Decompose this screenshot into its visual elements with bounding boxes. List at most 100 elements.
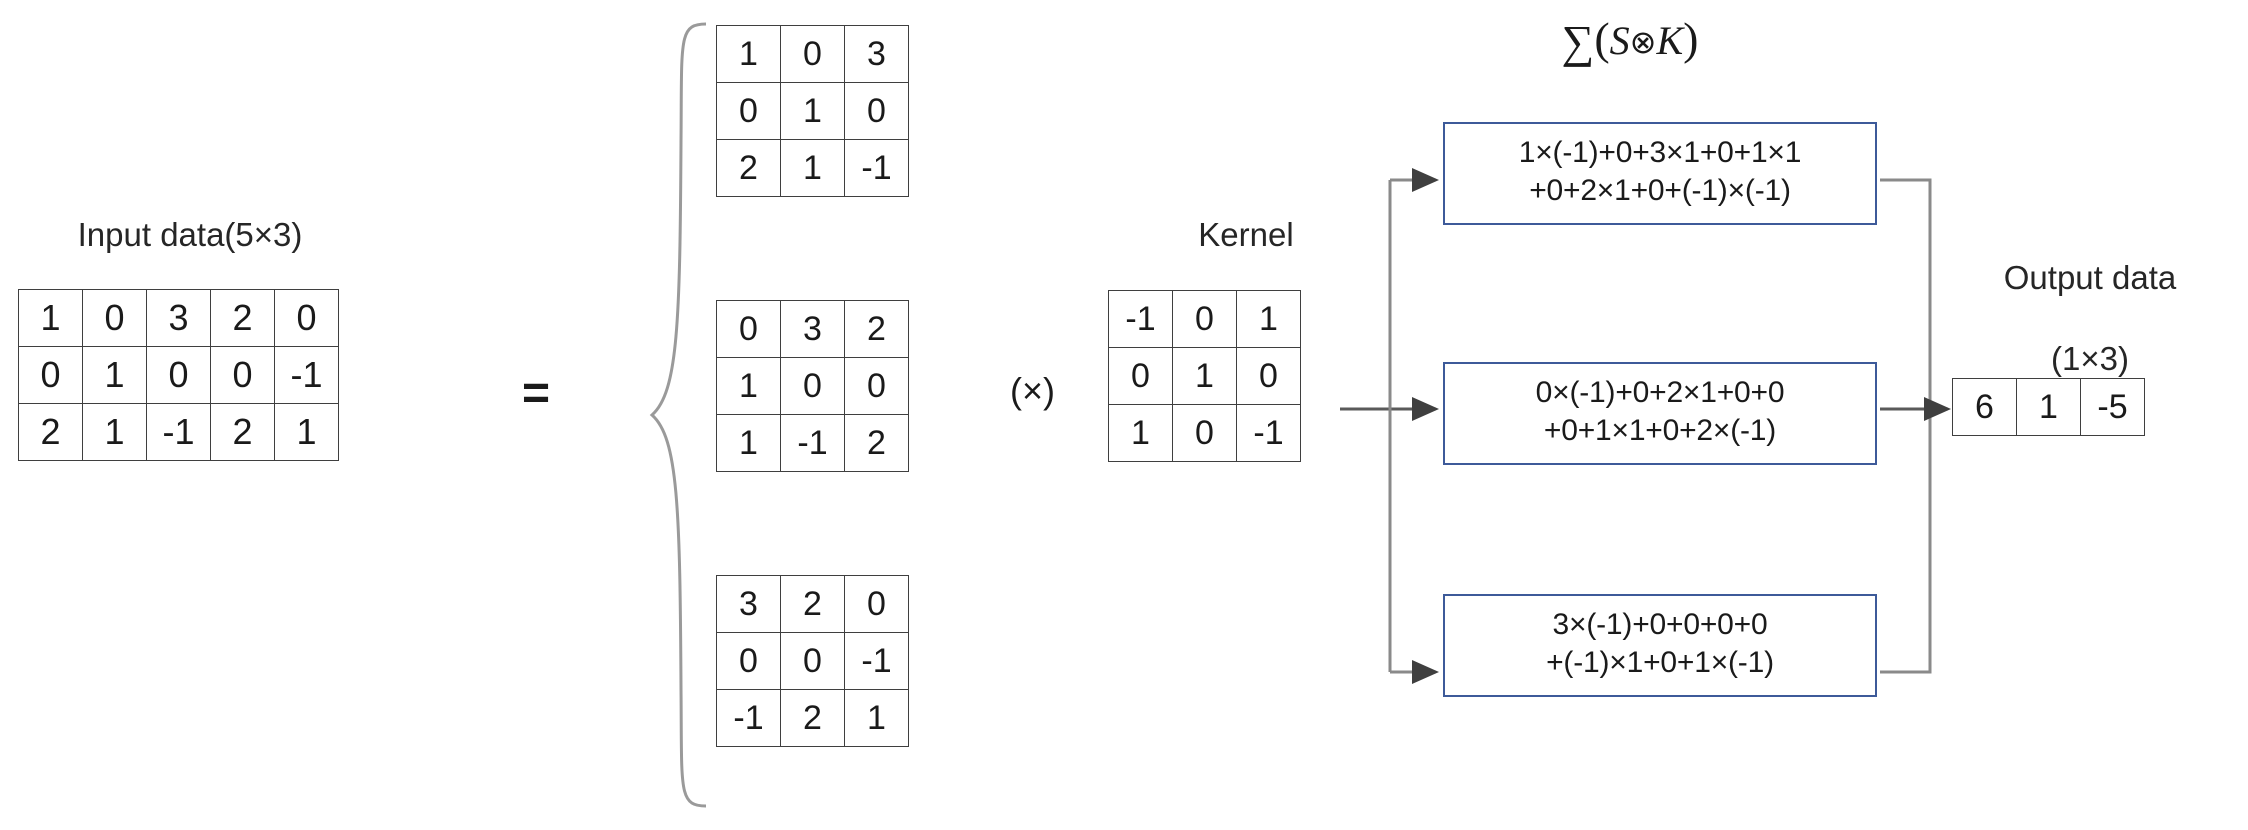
patch-cell: 0 bbox=[716, 82, 781, 140]
formula-line-1: 3×(-1)+0+0+0+0 bbox=[1552, 608, 1768, 641]
kernel-caption: Kernel bbox=[1198, 216, 1294, 253]
table-row: 0 1 0 bbox=[716, 82, 909, 140]
patch-cell: 0 bbox=[780, 357, 845, 415]
table-row: 3 2 0 bbox=[716, 575, 909, 633]
kernel-cell: 0 bbox=[1172, 290, 1237, 348]
patch-matrix-1: 1 0 3 0 1 0 2 1 -1 bbox=[716, 25, 909, 197]
table-row: 2 1 -1 2 1 bbox=[18, 403, 339, 461]
formula-box-1: 1×(-1)+0+3×1+0+1×1 +0+2×1+0+(-1)×(-1) bbox=[1443, 122, 1877, 225]
patch-cell: 0 bbox=[716, 300, 781, 358]
kernel-cell: 0 bbox=[1236, 347, 1301, 405]
input-cell: 2 bbox=[210, 403, 275, 461]
patch-cell: 2 bbox=[716, 139, 781, 197]
patch-cell: 3 bbox=[716, 575, 781, 633]
kernel-cell: 0 bbox=[1172, 404, 1237, 462]
paren-open: ( bbox=[1594, 13, 1610, 64]
patch-cell: 0 bbox=[716, 632, 781, 690]
input-cell: 0 bbox=[210, 346, 275, 404]
input-cell: 0 bbox=[18, 346, 83, 404]
output-cell: 6 bbox=[1952, 378, 2017, 436]
patch-cell: 1 bbox=[716, 25, 781, 83]
patch-cell: 3 bbox=[780, 300, 845, 358]
group-brace-icon bbox=[649, 22, 707, 808]
input-cell: 0 bbox=[274, 289, 339, 347]
input-cell: -1 bbox=[274, 346, 339, 404]
patch-cell: 1 bbox=[716, 357, 781, 415]
patch-cell: -1 bbox=[780, 414, 845, 472]
output-cell: -5 bbox=[2080, 378, 2145, 436]
patch-cell: 1 bbox=[780, 82, 845, 140]
patch-cell: 1 bbox=[716, 414, 781, 472]
input-cell: -1 bbox=[146, 403, 211, 461]
patch-cell: 1 bbox=[780, 139, 845, 197]
output-data-matrix: 6 1 -5 bbox=[1952, 378, 2145, 436]
symbol-k: K bbox=[1656, 18, 1684, 63]
table-row: 0 1 0 bbox=[1108, 347, 1301, 405]
table-row: -1 0 1 bbox=[1108, 290, 1301, 348]
patch-cell: 2 bbox=[780, 689, 845, 747]
table-row: 6 1 -5 bbox=[1952, 378, 2145, 436]
symbol-s: S bbox=[1609, 18, 1630, 63]
input-cell: 1 bbox=[18, 289, 83, 347]
output-caption-line-2: (1×3) bbox=[2051, 339, 2129, 377]
patch-cell: -1 bbox=[844, 632, 909, 690]
table-row: 1 0 -1 bbox=[1108, 404, 1301, 462]
input-cell: 1 bbox=[274, 403, 339, 461]
patch-cell: 0 bbox=[844, 357, 909, 415]
input-cell: 1 bbox=[82, 403, 147, 461]
formula-line-2: +0+2×1+0+(-1)×(-1) bbox=[1529, 174, 1791, 208]
input-data-matrix: 1 0 3 2 0 0 1 0 0 -1 2 1 -1 2 1 bbox=[18, 289, 339, 461]
times-operator: (×) bbox=[1010, 370, 1055, 411]
paren-close: ) bbox=[1683, 13, 1699, 64]
kernel-cell: 1 bbox=[1236, 290, 1301, 348]
output-cell: 1 bbox=[2016, 378, 2081, 436]
kernel-cell: 1 bbox=[1108, 404, 1173, 462]
table-row: 0 3 2 bbox=[716, 300, 909, 358]
patch-cell: -1 bbox=[844, 139, 909, 197]
input-cell: 2 bbox=[210, 289, 275, 347]
formula-line-2: +0+1×1+0+2×(-1) bbox=[1543, 414, 1777, 448]
kernel-cell: 0 bbox=[1108, 347, 1173, 405]
table-row: 1 0 3 bbox=[716, 25, 909, 83]
table-row: 0 1 0 0 -1 bbox=[18, 346, 339, 404]
kernel-cell: -1 bbox=[1236, 404, 1301, 462]
patch-cell: 0 bbox=[844, 82, 909, 140]
patch-cell: 0 bbox=[780, 632, 845, 690]
table-row: 0 0 -1 bbox=[716, 632, 909, 690]
table-row: 1 0 3 2 0 bbox=[18, 289, 339, 347]
formula-line-2: +(-1)×1+0+1×(-1) bbox=[1546, 646, 1774, 680]
patch-matrix-2: 0 3 2 1 0 0 1 -1 2 bbox=[716, 300, 909, 472]
patch-cell: 2 bbox=[844, 414, 909, 472]
output-data-caption: Output data (1×3) bbox=[1930, 218, 2248, 379]
patch-cell: 0 bbox=[844, 575, 909, 633]
table-row: 2 1 -1 bbox=[716, 139, 909, 197]
kernel-cell: -1 bbox=[1108, 290, 1173, 348]
patch-cell: 2 bbox=[844, 300, 909, 358]
table-row: -1 2 1 bbox=[716, 689, 909, 747]
tensor-product-icon: ⊗ bbox=[1629, 24, 1657, 60]
formula-line-1: 0×(-1)+0+2×1+0+0 bbox=[1535, 376, 1785, 409]
output-caption-line-1: Output data bbox=[2003, 259, 2177, 297]
input-cell: 3 bbox=[146, 289, 211, 347]
input-cell: 0 bbox=[146, 346, 211, 404]
kernel-matrix: -1 0 1 0 1 0 1 0 -1 bbox=[1108, 290, 1301, 462]
patch-cell: 0 bbox=[780, 25, 845, 83]
sum-formula-caption: ∑(S⊗K) bbox=[1480, 12, 1780, 68]
input-cell: 0 bbox=[82, 289, 147, 347]
equals-sign: = bbox=[522, 367, 551, 420]
formula-box-3: 3×(-1)+0+0+0+0 +(-1)×1+0+1×(-1) bbox=[1443, 594, 1877, 697]
patch-cell: 3 bbox=[844, 25, 909, 83]
patch-matrix-3: 3 2 0 0 0 -1 -1 2 1 bbox=[716, 575, 909, 747]
patch-cell: 1 bbox=[844, 689, 909, 747]
input-data-caption: Input data(5×3) bbox=[77, 216, 303, 253]
formula-line-1: 1×(-1)+0+3×1+0+1×1 bbox=[1518, 136, 1802, 169]
patch-cell: 2 bbox=[780, 575, 845, 633]
input-cell: 1 bbox=[82, 346, 147, 404]
table-row: 1 0 0 bbox=[716, 357, 909, 415]
formula-box-2: 0×(-1)+0+2×1+0+0 +0+1×1+0+2×(-1) bbox=[1443, 362, 1877, 465]
patch-cell: -1 bbox=[716, 689, 781, 747]
input-cell: 2 bbox=[18, 403, 83, 461]
sigma-icon: ∑ bbox=[1561, 16, 1595, 67]
